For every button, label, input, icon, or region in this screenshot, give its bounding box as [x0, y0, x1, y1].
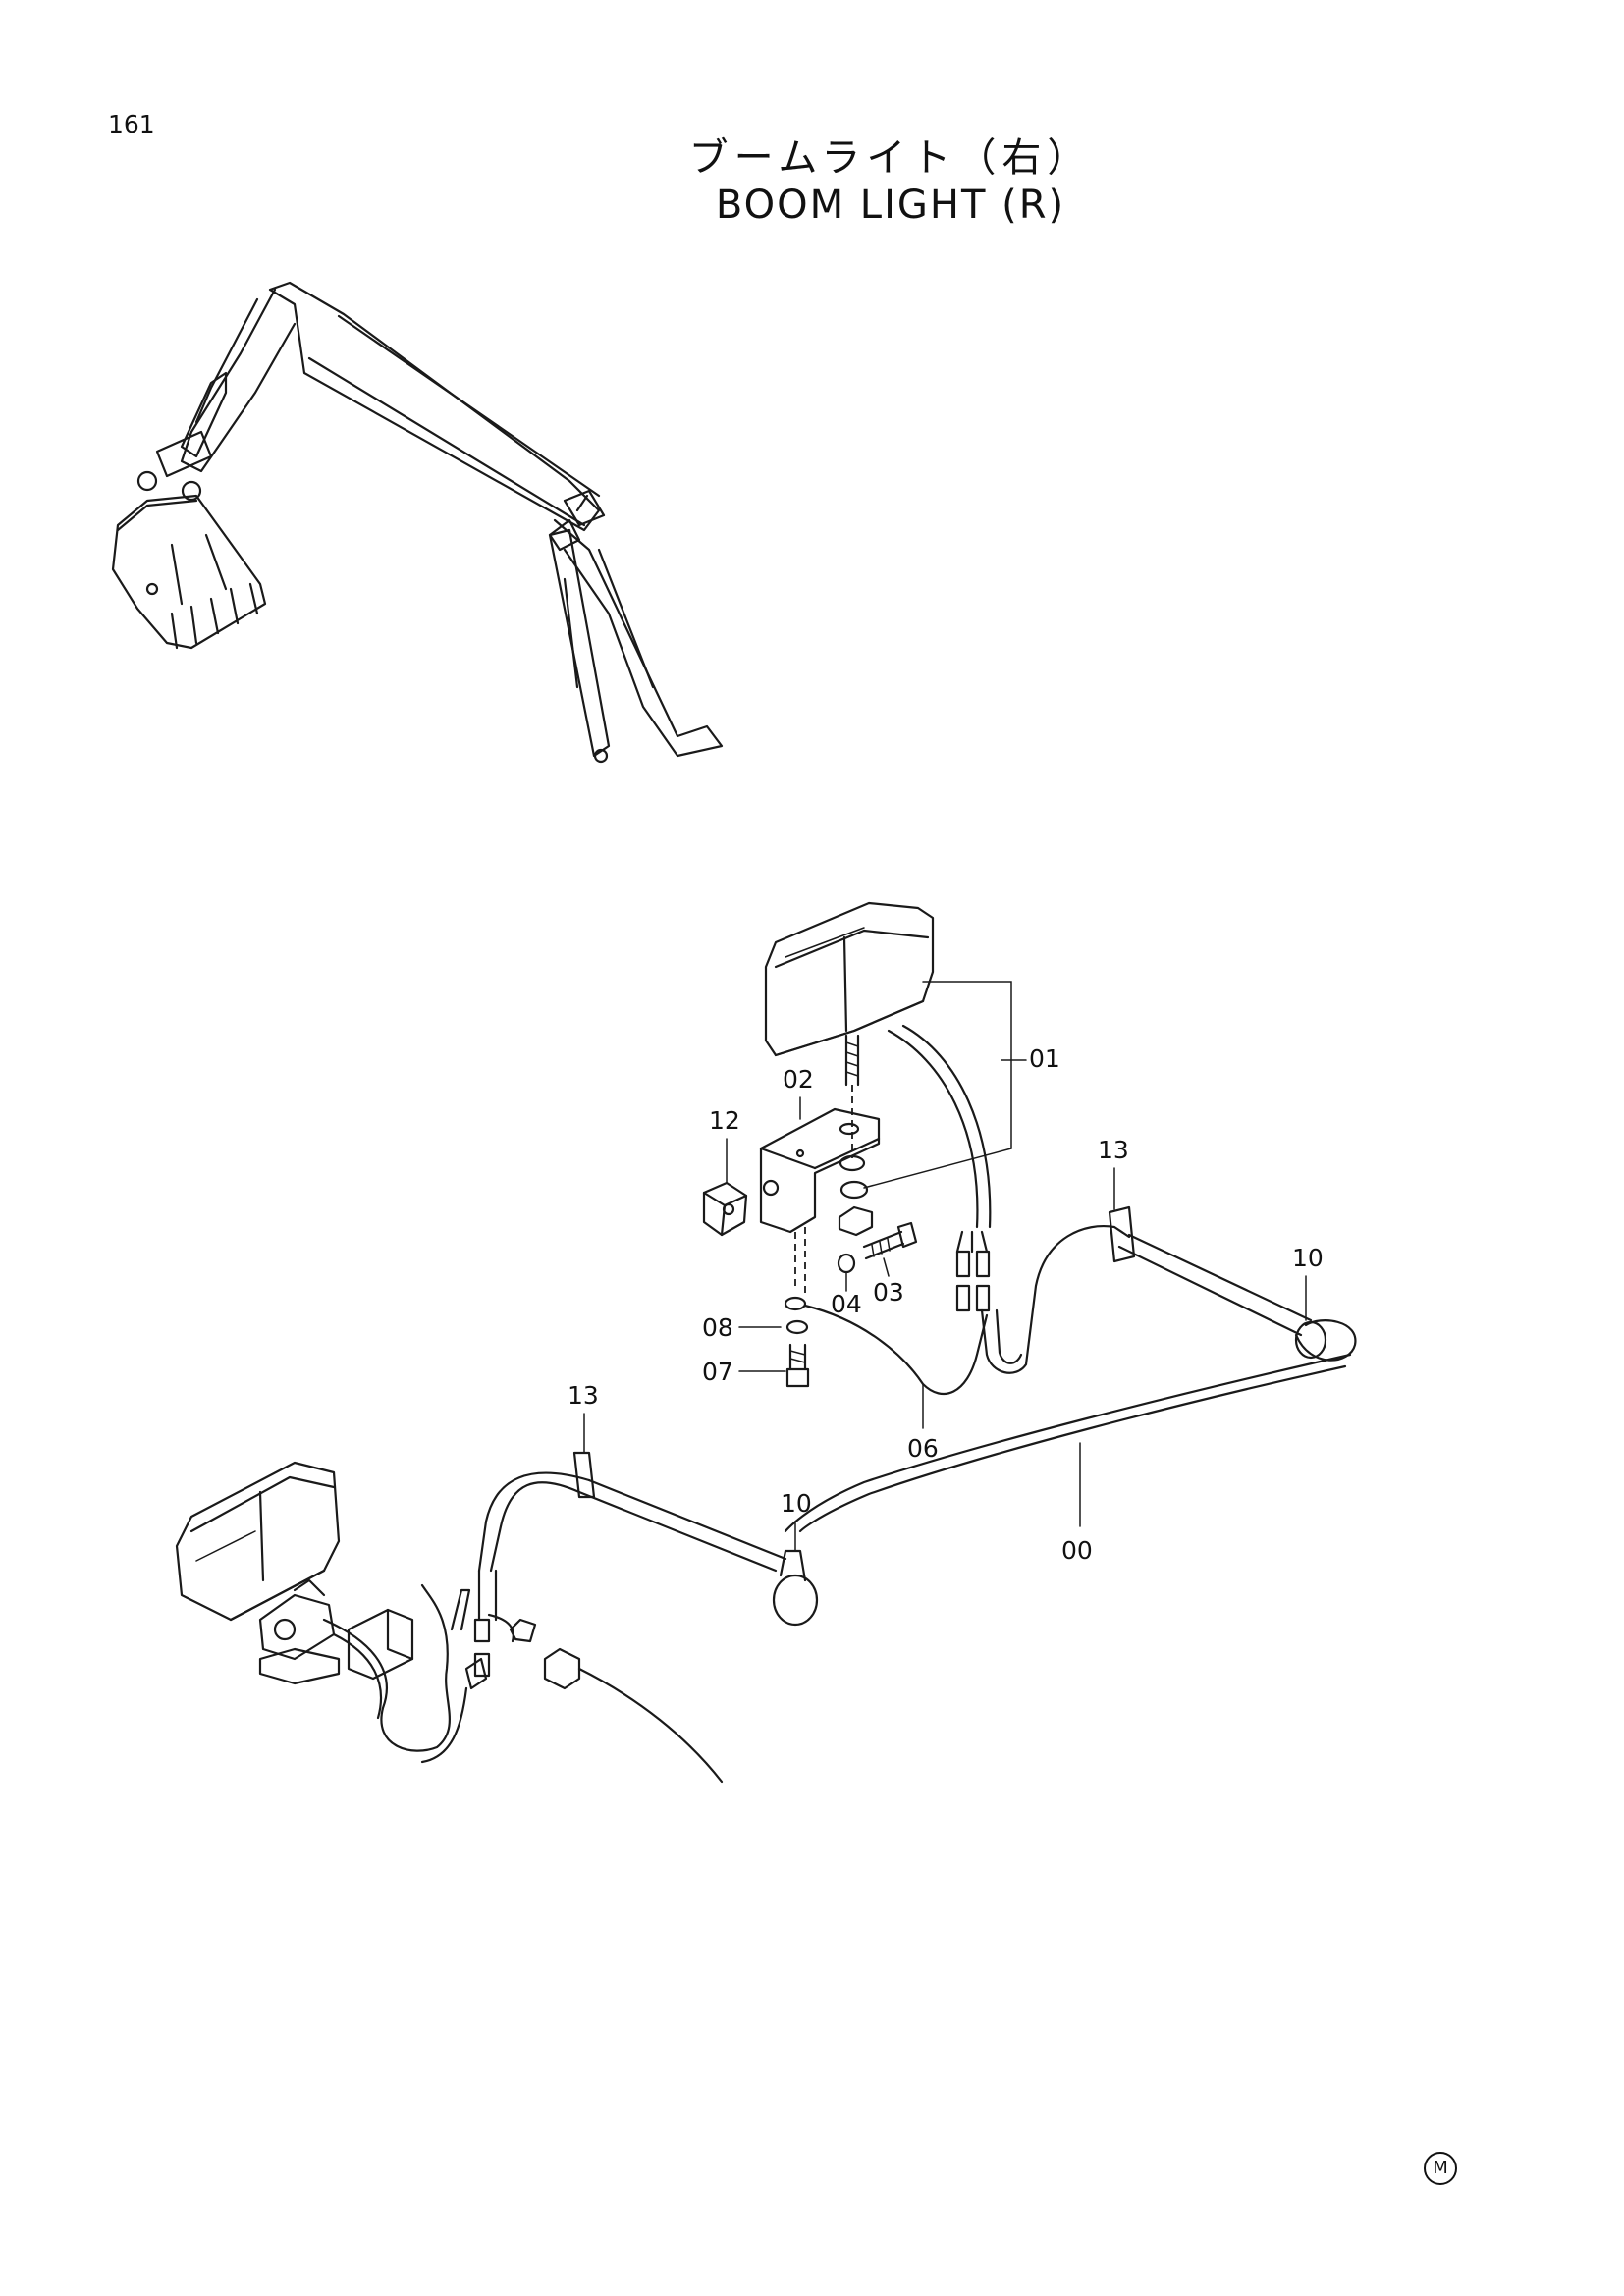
manufacturer-mark: M	[1424, 2152, 1457, 2185]
page-title-japanese: ブームライト（右）	[688, 135, 1093, 181]
excavator-boom-overview	[111, 281, 724, 764]
callout-04: 04	[831, 1290, 862, 1318]
washer-04	[837, 1253, 856, 1274]
bolt-03	[862, 1221, 918, 1260]
work-light-lower	[175, 1461, 488, 1764]
washer-and-nut	[838, 1154, 874, 1237]
page-number: 161	[108, 110, 155, 138]
callout-07: 07	[702, 1358, 733, 1386]
callout-01: 01	[1029, 1044, 1060, 1073]
clamp-13-right	[1108, 1205, 1136, 1263]
callout-08: 08	[702, 1313, 733, 1342]
callout-10-left: 10	[781, 1489, 812, 1518]
callout-13-upper: 13	[1098, 1136, 1129, 1164]
ground-wire-06	[803, 1304, 989, 1395]
work-light-01	[764, 901, 992, 1229]
washer-08	[784, 1296, 809, 1335]
connectors-upper	[955, 1230, 991, 1312]
page-title-english: BOOM LIGHT (R)	[715, 183, 1066, 228]
connectors-lower	[473, 1569, 724, 1784]
harness-00	[477, 1225, 1357, 1573]
bolt-07	[785, 1343, 810, 1388]
callout-12: 12	[709, 1106, 740, 1135]
square-nut-12	[702, 1181, 748, 1237]
bracket-02	[759, 1107, 881, 1234]
callout-00: 00	[1061, 1536, 1093, 1565]
callout-02: 02	[783, 1065, 814, 1094]
clamp-10-left	[772, 1549, 819, 1627]
callout-03: 03	[873, 1278, 904, 1307]
callout-06: 06	[907, 1434, 939, 1463]
callout-13-lower: 13	[568, 1381, 599, 1410]
callout-10-right: 10	[1292, 1244, 1324, 1272]
leader-lines	[583, 981, 1307, 1552]
